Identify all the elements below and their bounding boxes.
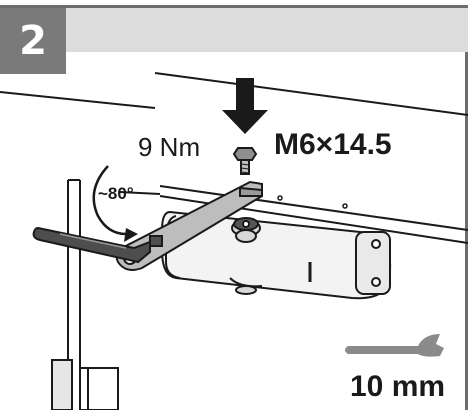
arm-hub (233, 217, 259, 231)
screw-spec-label: M6×14.5 (274, 128, 392, 161)
frame-right-border (465, 5, 468, 410)
door-frame-lines (0, 72, 468, 244)
frame-top-border (0, 5, 468, 8)
torque-label: 9 Nm (138, 132, 201, 162)
door-post (51, 179, 119, 410)
rotation-arrow-icon (92, 165, 138, 242)
step-header-bar (0, 8, 468, 52)
second-arm (32, 226, 163, 264)
step-number-box (0, 8, 66, 74)
angle-label: ~80° (98, 184, 134, 203)
wrench-size-label: 10 mm (350, 370, 446, 403)
down-arrow-icon (222, 78, 268, 134)
step-number: 2 (19, 18, 47, 64)
screw (232, 147, 258, 175)
frame-holes (277, 195, 348, 209)
wrench-icon (345, 334, 444, 357)
closer-body (161, 210, 392, 300)
